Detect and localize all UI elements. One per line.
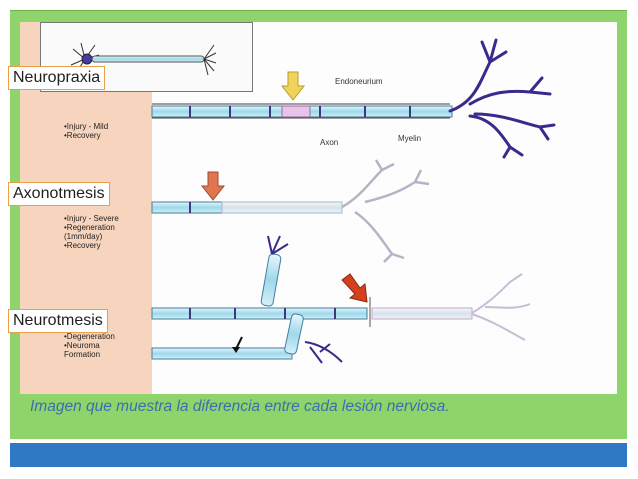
axonotmesis-label: Axonotmesis [8, 182, 110, 206]
nerve-injury-figure: Endoneurium Axon Myelin •Injury - Mild •… [20, 22, 617, 394]
nerve-neuropraxia [151, 38, 556, 159]
figure-caption: Imagen que muestra la diferencia entre c… [30, 398, 450, 415]
note-line: •Injury - Severe [64, 214, 119, 223]
note-line: Formation [64, 350, 101, 359]
neuropraxia-notes: •Injury - Mild •Recovery [64, 122, 108, 140]
nerve-neurotmesis [151, 235, 531, 364]
neuropraxia-label: Neuropraxia [8, 66, 106, 90]
note-line: •Recovery [64, 241, 101, 250]
axonotmesis-notes: •Injury - Severe •Regeneration (1mm/day)… [64, 214, 119, 250]
note-line: •Recovery [64, 131, 101, 140]
note-line: (1mm/day) [64, 232, 103, 241]
footer-bar [10, 443, 627, 467]
nerve-axonotmesis [151, 159, 430, 263]
note-line: •Regeneration [64, 223, 115, 232]
note-line: •Degeneration [64, 332, 115, 341]
endoneurium-label: Endoneurium [335, 77, 383, 86]
neurotmesis-notes: •Degeneration •Neuroma Formation [64, 332, 115, 359]
myelin-label: Myelin [398, 134, 422, 143]
neurotmesis-label: Neurotmesis [8, 309, 108, 333]
axon-label: Axon [320, 138, 339, 147]
note-line: •Injury - Mild [64, 122, 109, 131]
note-line: •Neuroma [64, 341, 100, 350]
